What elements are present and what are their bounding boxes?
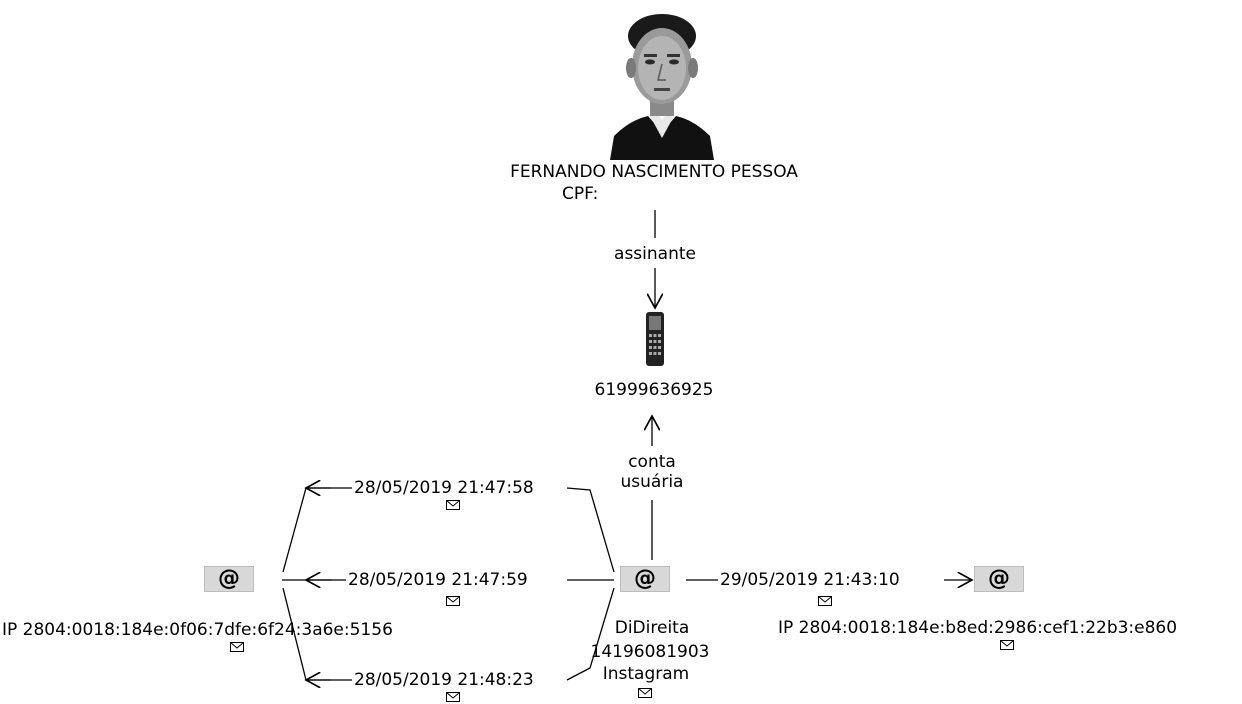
account-node[interactable]: @ bbox=[620, 566, 670, 592]
account-id: 14196081903 bbox=[591, 642, 710, 662]
link-left-top bbox=[567, 488, 614, 572]
person-photo-icon bbox=[610, 8, 714, 160]
account-service: Instagram bbox=[603, 664, 690, 684]
at-sign-icon: @ bbox=[634, 566, 656, 591]
edge-label-account-line2: usuária bbox=[621, 472, 684, 492]
edge-label-account-line1: conta bbox=[628, 452, 676, 472]
link-left-top-2 bbox=[283, 488, 352, 572]
edge-time-left-mid: 28/05/2019 21:47:59 bbox=[348, 570, 528, 590]
phone-number: 61999636925 bbox=[595, 380, 714, 400]
ip-right-node[interactable]: @ bbox=[974, 566, 1024, 592]
edge-time-left-top: 28/05/2019 21:47:58 bbox=[354, 478, 534, 498]
envelope-icon bbox=[446, 692, 460, 702]
at-sign-icon: @ bbox=[988, 566, 1010, 591]
edge-label-subscriber: assinante bbox=[614, 244, 696, 264]
envelope-icon bbox=[818, 596, 832, 606]
mobile-phone-icon bbox=[644, 310, 666, 368]
ip-left-node[interactable]: @ bbox=[204, 566, 254, 592]
edge-time-left-bot: 28/05/2019 21:48:23 bbox=[354, 670, 534, 690]
ip-left-label: IP 2804:0018:184e:0f06:7dfe:6f24:3a6e:51… bbox=[2, 620, 393, 640]
envelope-icon bbox=[446, 596, 460, 606]
person-name: FERNANDO NASCIMENTO PESSOA bbox=[510, 162, 798, 182]
at-sign-icon: @ bbox=[218, 566, 240, 591]
person-cpf-label: CPF: bbox=[562, 184, 598, 204]
envelope-icon bbox=[1000, 640, 1014, 650]
envelope-icon bbox=[230, 642, 244, 652]
ip-right-label: IP 2804:0018:184e:b8ed:2986:cef1:22b3:e8… bbox=[778, 618, 1177, 638]
account-username: DiDireita bbox=[615, 618, 690, 638]
envelope-icon bbox=[446, 500, 460, 510]
edge-time-right: 29/05/2019 21:43:10 bbox=[720, 570, 900, 590]
envelope-icon bbox=[638, 688, 652, 698]
